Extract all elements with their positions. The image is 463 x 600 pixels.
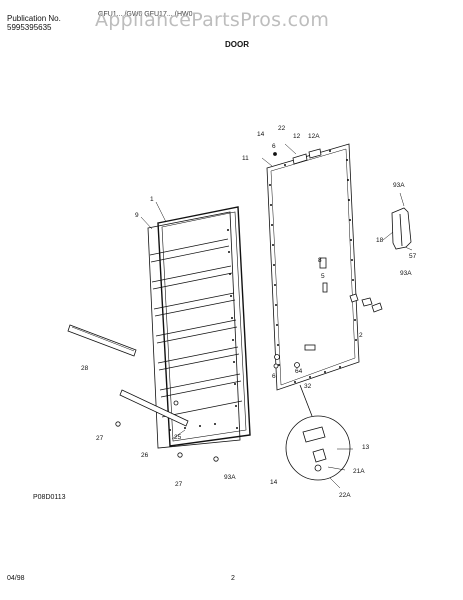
- callout-6: 6: [272, 143, 276, 150]
- callout-28: 28: [81, 365, 89, 372]
- door-back-panel: [266, 143, 360, 391]
- publication-label: Publication No.: [7, 14, 61, 23]
- callout-11: 11: [242, 155, 249, 162]
- callout-22a: 22A: [339, 492, 351, 499]
- door-gasket: [157, 206, 251, 447]
- callout-5: 5: [321, 273, 325, 280]
- section-title: DOOR: [225, 40, 249, 49]
- callout-2: 2: [359, 332, 363, 339]
- page-number: 2: [231, 575, 235, 582]
- callout-64: 64: [295, 368, 303, 375]
- callout-27-left: 27: [96, 435, 104, 442]
- callout-93a-bottom: 93A: [224, 474, 236, 481]
- callout-6-lower: 6: [272, 373, 276, 380]
- callout-25: 25: [174, 434, 182, 441]
- callout-93a-top: 93A: [393, 182, 405, 189]
- callout-12: 12: [293, 133, 301, 140]
- callout-1: 1: [150, 196, 154, 203]
- callout-22: 22: [278, 125, 286, 132]
- figure-code: P08D0113: [33, 494, 66, 501]
- door-handle: [391, 207, 412, 250]
- publication-number: 5995395635: [7, 23, 52, 32]
- callout-14: 14: [257, 131, 265, 138]
- footer-date: 04/98: [7, 575, 25, 582]
- trim-strip-bottom: [119, 389, 189, 427]
- trim-strip-left: [67, 324, 137, 357]
- callout-57: 57: [409, 253, 417, 260]
- inner-door-screws: [169, 229, 238, 431]
- callout-26: 26: [141, 452, 149, 459]
- callout-labels: 1 9 14 22 12 12A 6 11 93A 18 57 93A 8 5 …: [81, 125, 417, 499]
- callout-12a: 12A: [308, 133, 320, 140]
- callout-21a: 21A: [353, 468, 365, 475]
- callout-27-bottom: 27: [175, 481, 183, 488]
- hinge-detail-circle: [285, 415, 351, 481]
- door-shelf-ribs: [149, 238, 243, 418]
- callout-13: 13: [362, 444, 370, 451]
- back-panel-rivets: [269, 150, 357, 383]
- callout-93a-mid: 93A: [400, 270, 412, 277]
- callout-32: 32: [304, 383, 312, 390]
- model-numbers: GFU1... /GW0 GFU17... (HW0: [98, 11, 193, 18]
- callout-8: 8: [318, 257, 322, 264]
- inner-door-panel: [147, 211, 241, 449]
- watermark: AppliancePartsPros.com: [95, 9, 330, 31]
- callout-14-bottom: 14: [270, 479, 278, 486]
- callout-9: 9: [135, 212, 139, 219]
- callout-18: 18: [376, 237, 384, 244]
